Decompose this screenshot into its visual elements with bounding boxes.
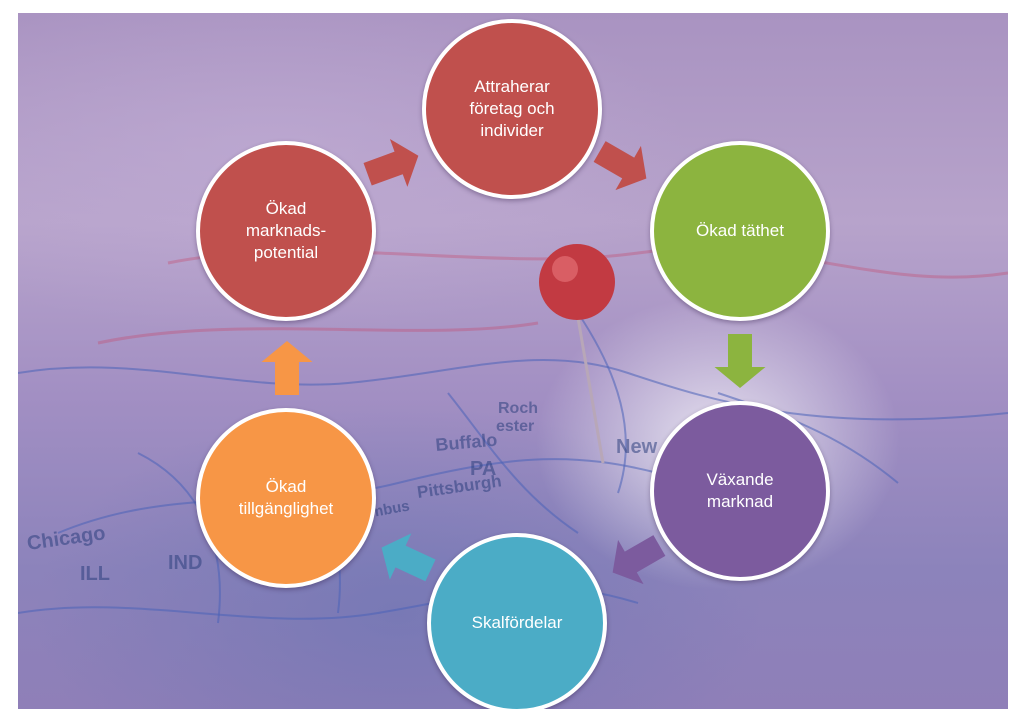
- arrow-skalfordelar-to-tillganglighet: [381, 533, 436, 582]
- diagram-canvas: Roch ester Buffalo PA Pittsburgh Chicago…: [18, 13, 1008, 709]
- node-okad-tathet: Ökad täthet: [650, 141, 830, 321]
- map-label-buffalo: Buffalo: [435, 430, 499, 455]
- map-label-new: New: [616, 436, 658, 458]
- arrow-vaxande-to-skalfordelar: [612, 535, 666, 585]
- map-label-chicago: Chicago: [26, 522, 107, 555]
- map-pin-icon: [539, 244, 615, 464]
- arrow-tillganglighet-to-marknadspotential: [261, 341, 313, 395]
- node-attraherar: Attraherar företag och individer: [422, 19, 602, 199]
- node-vaxande-marknad: Växande marknad: [650, 401, 830, 581]
- map-label-ester: ester: [496, 418, 534, 435]
- arrow-tathet-to-vaxande: [714, 334, 766, 388]
- arrow-attraherar-to-tathet: [593, 141, 647, 191]
- node-skalfordelar: Skalfördelar: [427, 533, 607, 709]
- node-okad-tillganglighet: Ökad tillgänglighet: [196, 408, 376, 588]
- arrow-marknadspotential-to-attraherar: [363, 138, 419, 187]
- map-label-ill: ILL: [80, 563, 110, 585]
- node-okad-marknadspotential: Ökad marknads- potential: [196, 141, 376, 321]
- map-label-roch: Roch: [498, 400, 538, 417]
- map-label-pa: PA: [470, 458, 496, 480]
- map-label-ind: IND: [168, 552, 202, 574]
